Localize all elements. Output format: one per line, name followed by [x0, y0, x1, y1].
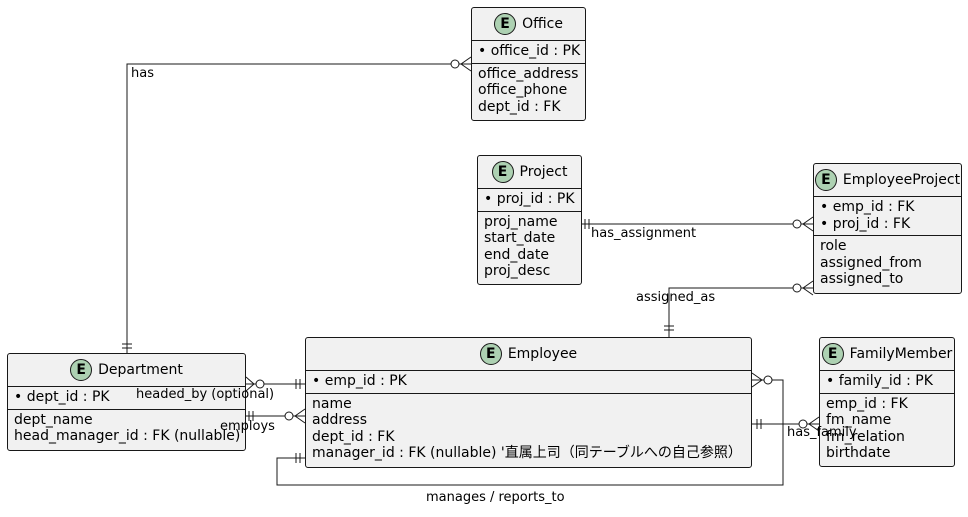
attribute-field: assigned_from	[820, 254, 922, 271]
entity-header: E Office	[472, 8, 585, 40]
key-section: • dept_id : PK	[8, 386, 245, 409]
attribute-field: role	[820, 238, 847, 254]
attribute-field: proj_name	[484, 213, 558, 230]
edge-manages	[276, 379, 784, 486]
key-field: • family_id : PK	[826, 373, 933, 389]
entity-title: Employee	[507, 346, 578, 362]
entity-badge-icon: E	[70, 359, 93, 381]
label-has-assignment: has_assignment	[591, 226, 697, 241]
label-has-family: has_family	[787, 425, 857, 440]
attribute-field: office_phone	[478, 82, 568, 98]
entity-office[interactable]: E Office • office_id : PK office_address…	[471, 7, 586, 121]
attribute-field: emp_id : FK	[826, 395, 908, 412]
entity-project[interactable]: E Project • proj_id : PK proj_name start…	[477, 155, 582, 285]
key-section: • emp_id : FK • proj_id : FK	[814, 196, 961, 235]
entity-family-member[interactable]: E FamilyMember • family_id : PK emp_id :…	[819, 337, 955, 467]
edge-assigned-as	[668, 287, 813, 337]
key-section: • proj_id : PK	[478, 188, 581, 211]
entity-badge-icon: E	[821, 343, 844, 365]
key-field: • proj_id : FK	[820, 215, 911, 232]
entity-title: EmployeeProject	[842, 172, 961, 188]
attribute-field: start_date	[484, 230, 556, 246]
attribute-field: birthdate	[826, 445, 891, 461]
entity-title: Office	[522, 16, 563, 32]
entity-employee-project[interactable]: E EmployeeProject • emp_id : FK • proj_i…	[813, 163, 962, 294]
entity-header: E EmployeeProject	[814, 164, 961, 196]
attribute-field: name	[312, 395, 352, 412]
key-section: • family_id : PK	[820, 370, 954, 393]
entity-badge-icon: E	[494, 13, 517, 35]
attribute-field: manager_id : FK (nullable) '直属上司（同テーブルへの…	[312, 445, 742, 461]
entity-employee[interactable]: E Employee • emp_id : PK name address de…	[305, 337, 752, 468]
key-section: • emp_id : PK	[306, 370, 751, 393]
entity-header: E Project	[478, 156, 581, 188]
key-section: • office_id : PK	[472, 40, 585, 63]
key-field: • proj_id : PK	[484, 191, 575, 207]
entity-title: FamilyMember	[849, 346, 953, 362]
entity-header: E Department	[8, 354, 245, 386]
key-field: • office_id : PK	[478, 43, 581, 59]
label-employs: employs	[220, 419, 275, 434]
field-section: role assigned_from assigned_to	[814, 235, 961, 291]
entity-title: Project	[519, 164, 568, 180]
field-section: office_address office_phone dept_id : FK	[472, 62, 585, 119]
attribute-field: proj_desc	[484, 263, 551, 279]
field-section: emp_id : FK fm_name fm_relation birthdat…	[820, 392, 954, 465]
label-has: has	[131, 66, 154, 81]
attribute-field: fm_relation	[826, 428, 905, 445]
key-field: • emp_id : FK	[820, 199, 915, 215]
attribute-field: dept_name	[14, 411, 93, 428]
entity-title: Department	[98, 362, 183, 378]
entity-badge-icon: E	[814, 169, 837, 191]
attribute-field: assigned_to	[820, 271, 904, 287]
entity-badge-icon: E	[491, 161, 514, 183]
entity-header: E FamilyMember	[820, 338, 954, 370]
entity-department[interactable]: E Department • dept_id : PK dept_name he…	[7, 353, 246, 451]
attribute-field: head_manager_id : FK (nullable)	[14, 428, 241, 444]
entity-header: E Employee	[306, 338, 751, 370]
entity-badge-icon: E	[479, 343, 502, 365]
edge-has	[126, 63, 471, 353]
attribute-field: address	[312, 412, 368, 428]
label-assigned-as: assigned_as	[636, 290, 716, 305]
attribute-field: office_address	[478, 65, 579, 82]
key-field: • dept_id : PK	[14, 389, 110, 405]
attribute-field: fm_name	[826, 412, 892, 428]
key-field: • emp_id : PK	[312, 373, 407, 389]
label-headed-by: headed_by (optional)	[136, 387, 275, 402]
field-section: dept_name head_manager_id : FK (nullable…	[8, 408, 245, 448]
label-manages: manages / reports_to	[426, 490, 565, 505]
attribute-field: dept_id : FK	[312, 428, 395, 445]
field-section: proj_name start_date end_date proj_desc	[478, 210, 581, 283]
attribute-field: end_date	[484, 246, 549, 263]
field-section: name address dept_id : FK manager_id : F…	[306, 392, 751, 465]
attribute-field: dept_id : FK	[478, 98, 561, 115]
